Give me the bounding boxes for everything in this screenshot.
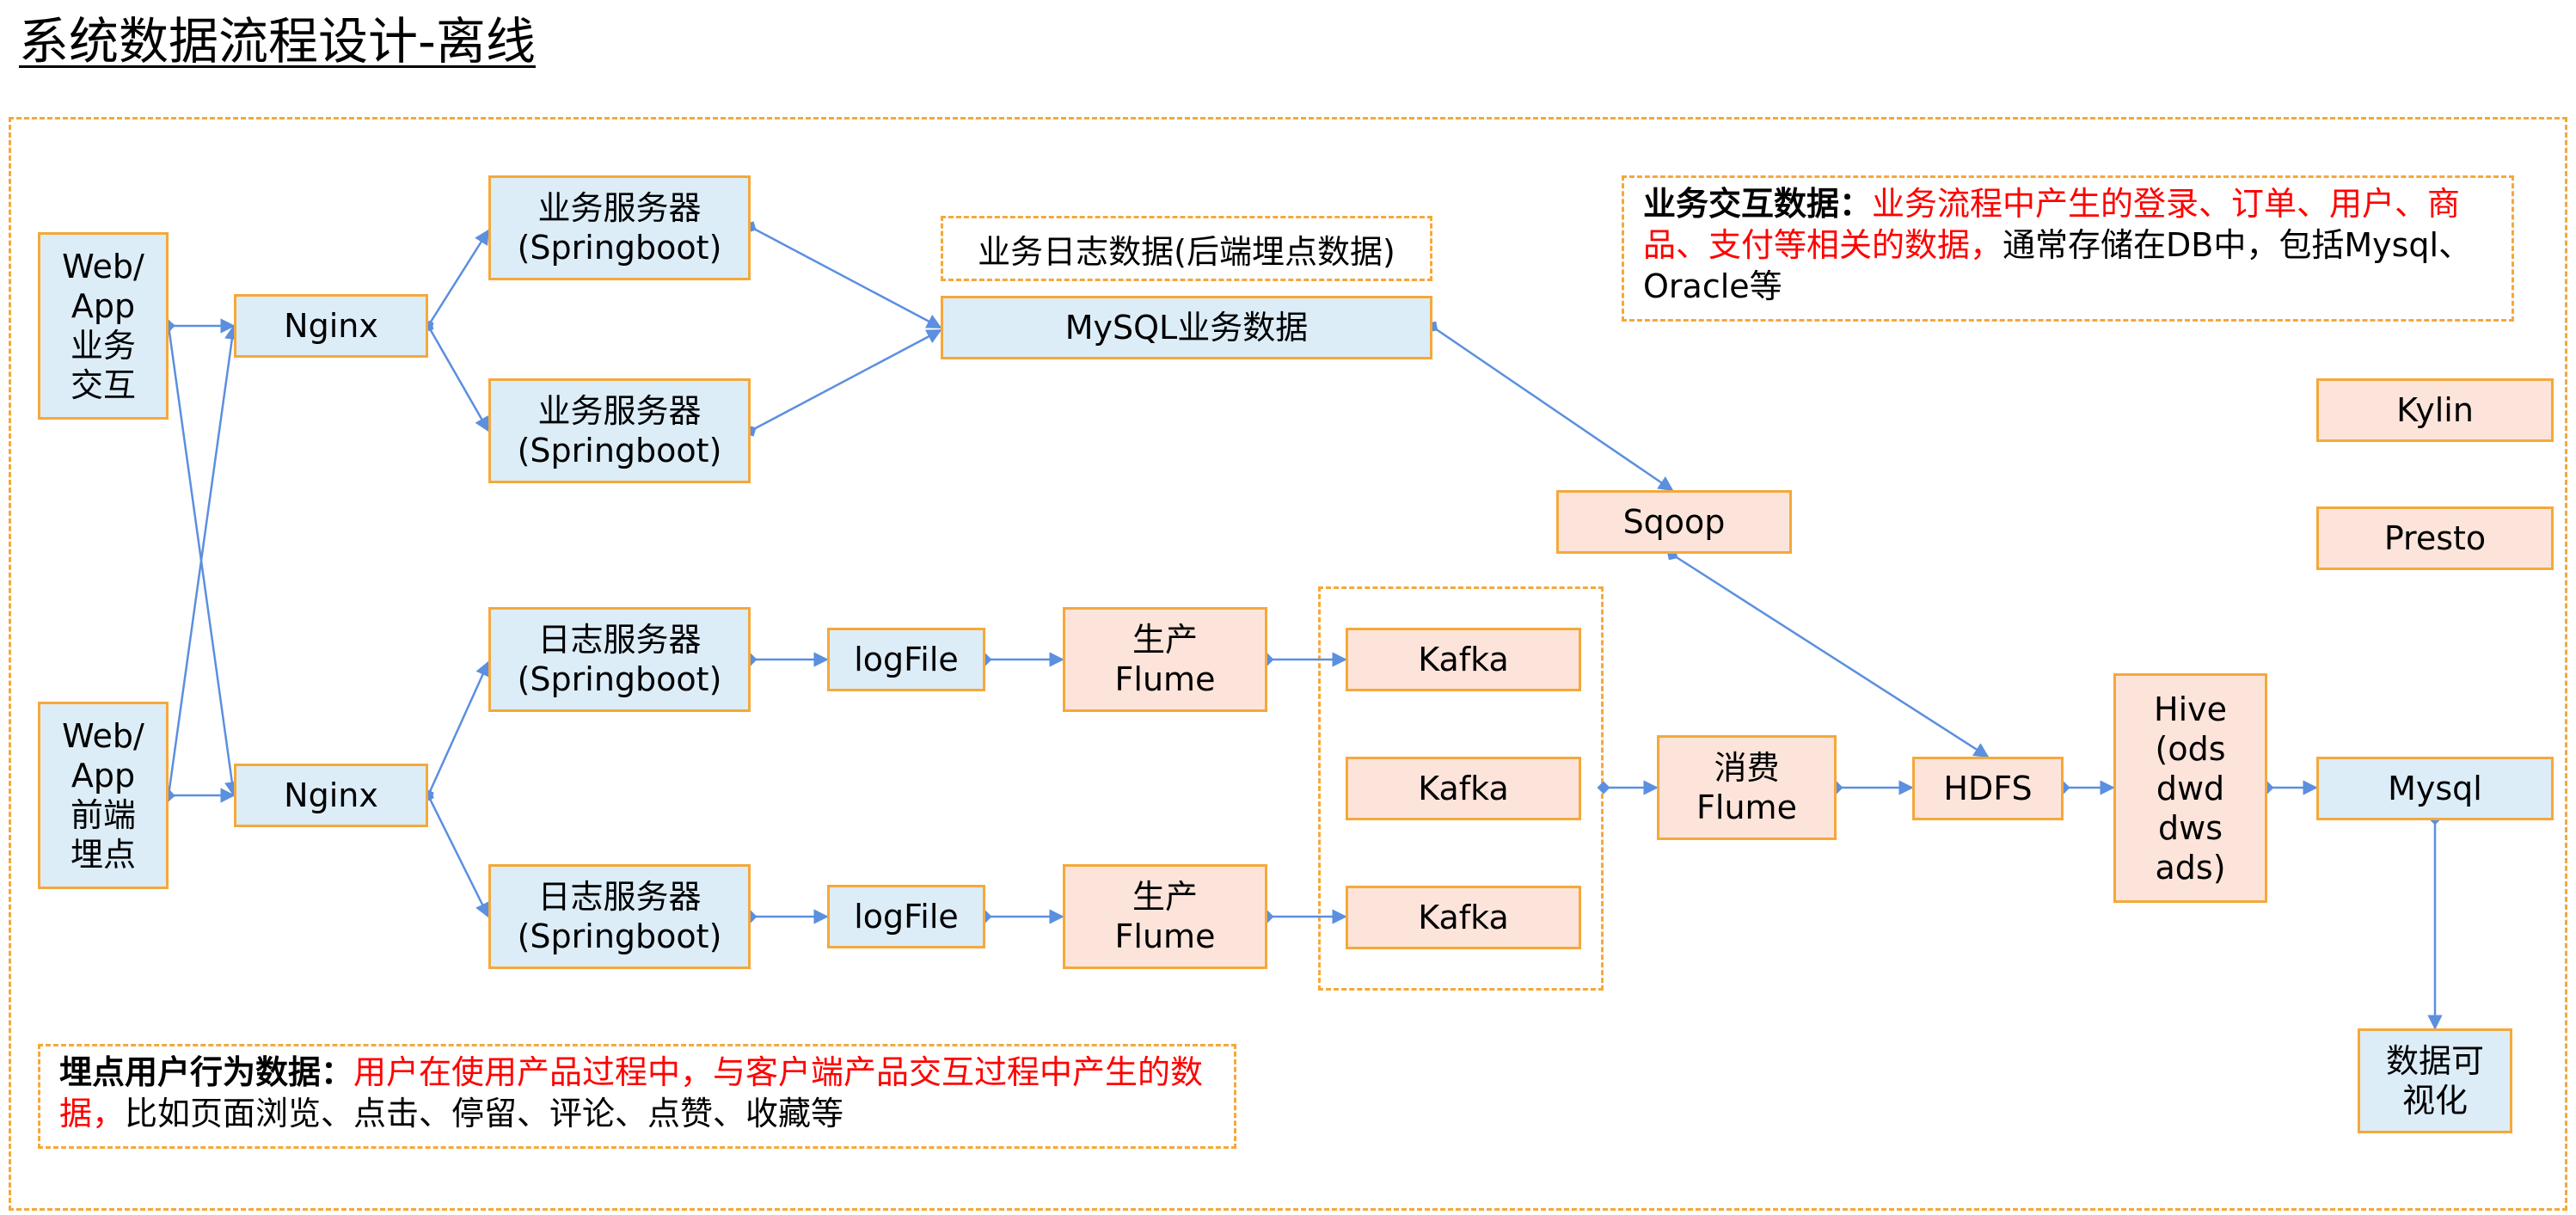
- edge-web2-nginx1: [162, 324, 240, 802]
- tracking-note-bold: 埋点用户行为数据：: [59, 1053, 354, 1091]
- logfile-node-2: logFile: [827, 885, 985, 948]
- mysql-business-node: MySQL业务数据: [941, 296, 1432, 359]
- produce-flume-node-2: 生产 Flume: [1063, 864, 1267, 969]
- data-visualization-node: 数据可 视化: [2358, 1028, 2512, 1133]
- nginx-node-2: Nginx: [234, 764, 428, 827]
- kylin-node: Kylin: [2316, 378, 2554, 442]
- edge-biz1-mysqlbiz: [745, 221, 942, 329]
- diagram-frame: [9, 117, 2567, 1211]
- presto-node: Presto: [2316, 506, 2554, 570]
- kafka-node-3: Kafka: [1346, 886, 1581, 949]
- page-title: 系统数据流程设计-离线: [19, 12, 536, 71]
- produce-flume-node-1: 生产 Flume: [1063, 607, 1267, 712]
- edge-biz2-mysqlbiz: [745, 328, 942, 437]
- tracking-data-note: 埋点用户行为数据：用户在使用产品过程中，与客户端产品交互过程中产生的数据，比如页…: [38, 1044, 1236, 1149]
- edge-nginx2-log2: [422, 789, 490, 918]
- tracking-note-normal: 比如页面浏览、点击、停留、评论、点赞、收藏等: [125, 1095, 844, 1132]
- hdfs-node: HDFS: [1912, 757, 2064, 820]
- tracking-note-red: 用户在使用产品过程中，与客户端产品交互过程中产生的数据，: [59, 1053, 1204, 1132]
- kafka-node-2: Kafka: [1346, 757, 1581, 820]
- edge-nginx1-biz2: [422, 320, 490, 433]
- mysql-node: Mysql: [2316, 757, 2554, 820]
- business-note-red: 业务流程中产生的登录、订单、用户、商品、支付等相关的数据，: [1643, 185, 2461, 264]
- consume-flume-node: 消费 Flume: [1657, 735, 1837, 840]
- sqoop-node: Sqoop: [1556, 490, 1792, 554]
- log-server-node-2: 日志服务器 (Springboot): [488, 864, 751, 969]
- edge-mysqlbiz-sqoop: [1426, 321, 1674, 492]
- hive-node: Hive (ods dwd dws ads): [2113, 673, 2267, 903]
- edge-nginx1-biz1: [422, 229, 490, 332]
- log-server-node-1: 日志服务器 (Springboot): [488, 607, 751, 712]
- edge-nginx2-log1: [422, 660, 490, 801]
- business-data-note: 业务交互数据：业务流程中产生的登录、订单、用户、商品、支付等相关的数据，通常存储…: [1622, 175, 2514, 322]
- web-app-business-node: Web/ App 业务 交互: [38, 232, 169, 420]
- business-note-normal: 通常存储在DB中，包括Mysql、Oracle等: [1643, 226, 2472, 305]
- business-note-bold: 业务交互数据：: [1643, 185, 1873, 223]
- web-app-tracking-node: Web/ App 前端 埋点: [38, 702, 169, 889]
- kafka-node-1: Kafka: [1346, 628, 1581, 691]
- edge-sqoop-hdfs: [1666, 549, 1990, 758]
- business-log-label: 业务日志数据(后端埋点数据): [941, 216, 1432, 281]
- business-server-node-2: 业务服务器 (Springboot): [488, 378, 751, 483]
- business-server-node-1: 业务服务器 (Springboot): [488, 175, 751, 280]
- logfile-node-1: logFile: [827, 628, 985, 691]
- nginx-node-1: Nginx: [234, 294, 428, 358]
